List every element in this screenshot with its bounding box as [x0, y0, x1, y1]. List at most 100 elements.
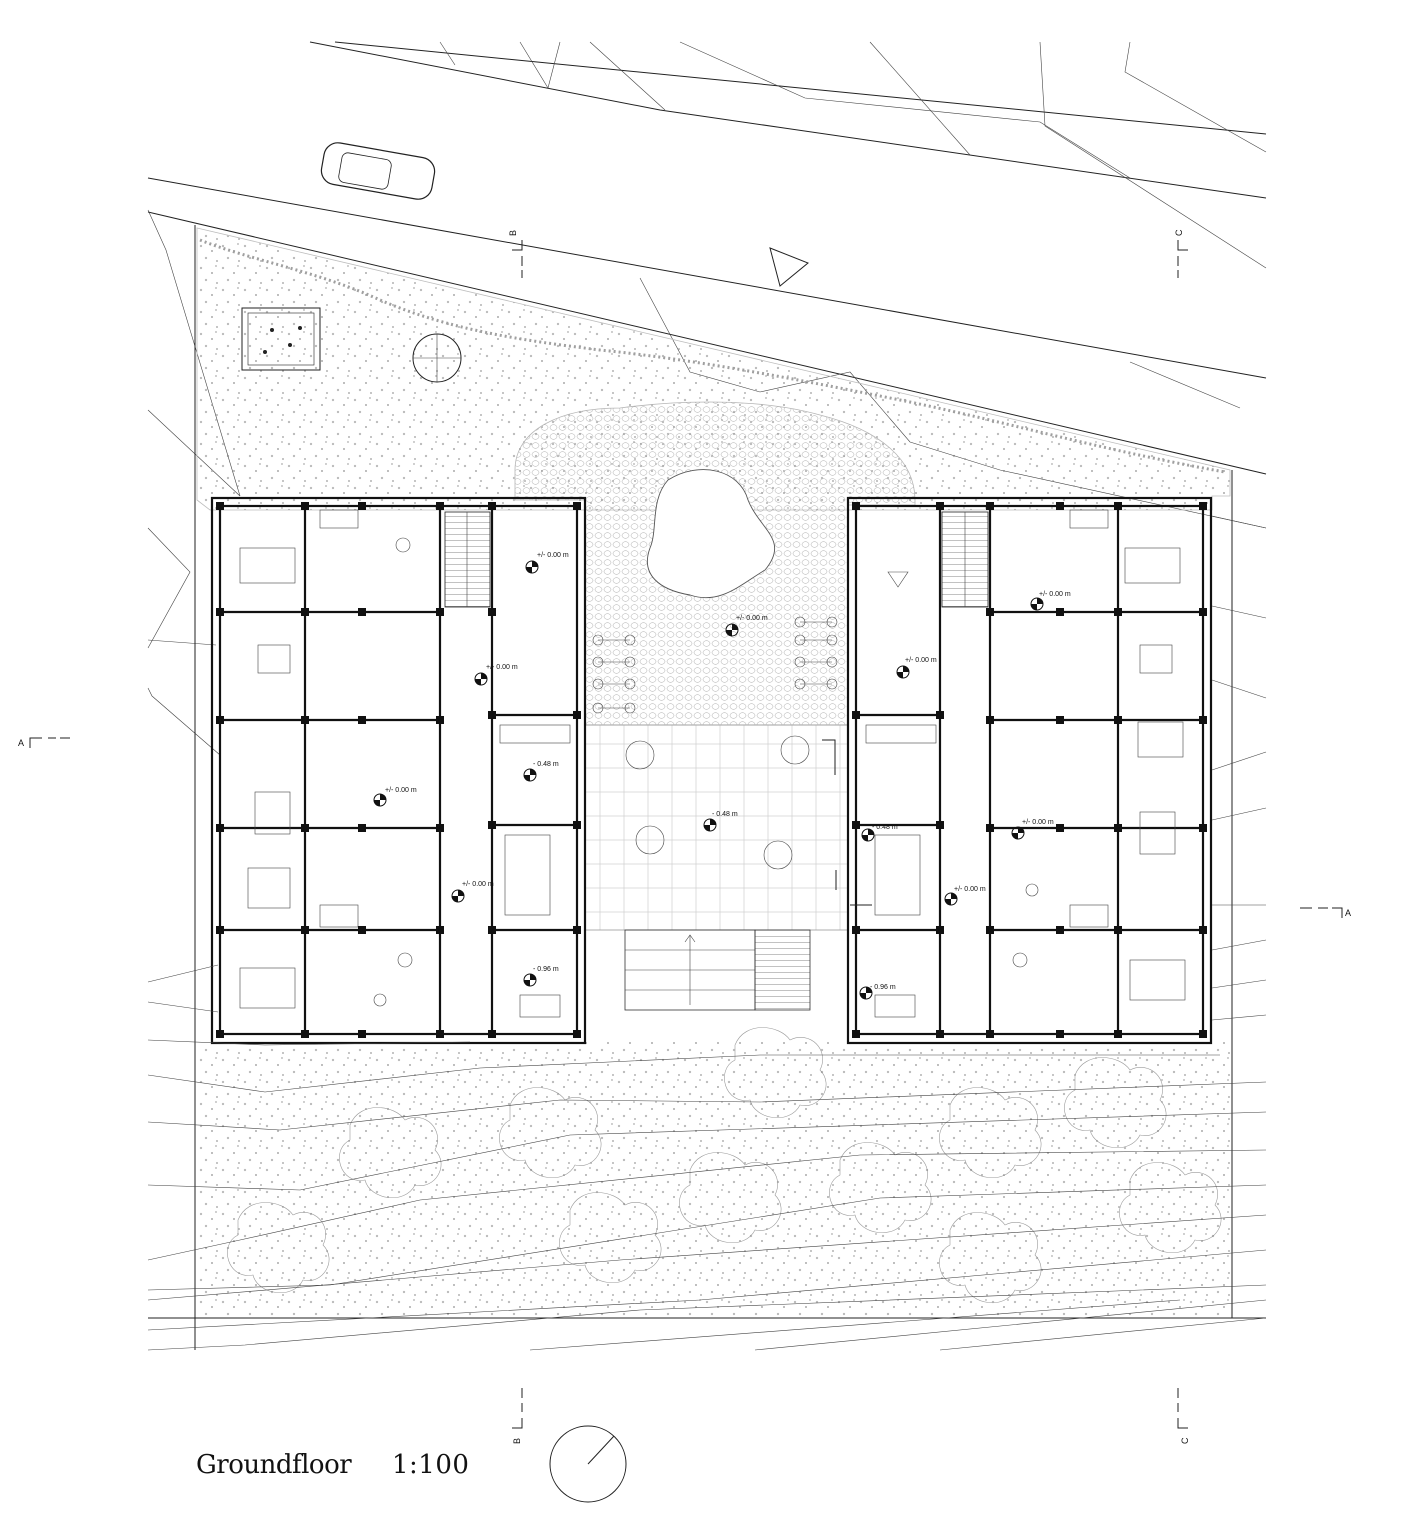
structural-column [1056, 824, 1064, 832]
structural-column [936, 1030, 944, 1038]
structural-column [852, 926, 860, 934]
structural-column [573, 821, 581, 829]
elev-east-apt-mid-label: +/- 0.00 m [1022, 819, 1054, 826]
elev-west-corridor-upper: +/- 0.00 m [474, 664, 518, 686]
structural-column [1114, 608, 1122, 616]
plaza-tiles [584, 724, 849, 931]
carousel-icon [412, 333, 462, 383]
structural-column [852, 821, 860, 829]
elev-west-corridor-lower: +/- 0.00 m [451, 881, 494, 903]
elev-east-apt-upper: +/- 0.00 m [1030, 591, 1071, 611]
structural-column [573, 711, 581, 719]
entrance-steps [624, 929, 811, 1011]
elev-plaza-label: - 0.48 m [712, 811, 738, 818]
structural-column [488, 608, 496, 616]
structural-column [436, 824, 444, 832]
entrance-marker [769, 247, 809, 287]
bicycle-racks [592, 616, 838, 714]
structural-column [358, 926, 366, 934]
structural-column [986, 608, 994, 616]
elev-east-kitchen: - 0.48 m [861, 824, 898, 842]
west-building [210, 496, 587, 1045]
elev-west-entry: +/- 0.00 m [525, 552, 569, 574]
section-c-top-label: C [1174, 229, 1184, 236]
elev-west-living: - 0.96 m [523, 966, 559, 987]
structural-column [216, 926, 224, 934]
elev-east-living-label: - 0.96 m [870, 984, 896, 991]
elev-court-upper: +/- 0.00 m [725, 615, 768, 637]
structural-column [488, 821, 496, 829]
structural-column [573, 1030, 581, 1038]
structural-column [573, 502, 581, 510]
structural-column [1056, 608, 1064, 616]
elev-west-living-label: - 0.96 m [533, 966, 559, 973]
structural-column [986, 824, 994, 832]
drawing-title: Groundfloor [196, 1450, 352, 1480]
structural-column [1199, 716, 1207, 724]
east-building [846, 496, 1213, 1045]
structural-column [1114, 716, 1122, 724]
structural-column [488, 1030, 496, 1038]
structural-column [986, 716, 994, 724]
elev-west-kitchen: - 0.48 m [523, 761, 559, 782]
elev-west-apt-mid-label: +/- 0.00 m [385, 787, 417, 794]
structural-column [301, 716, 309, 724]
structural-column [301, 502, 309, 510]
section-b-bottom-label: B [512, 1438, 522, 1444]
structural-column [1056, 716, 1064, 724]
structural-column [1056, 926, 1064, 934]
structural-column [936, 502, 944, 510]
structural-column [358, 824, 366, 832]
structural-column [358, 1030, 366, 1038]
elev-east-entry: +/- 0.00 m [896, 657, 937, 679]
east-site-lines [1211, 515, 1267, 1021]
elev-west-corridor-upper-label: +/- 0.00 m [486, 664, 518, 671]
section-c-bottom-label: C [1180, 1437, 1190, 1444]
pond [646, 469, 776, 599]
structural-column [488, 711, 496, 719]
section-a-left-label: A [18, 738, 24, 748]
structural-column [216, 716, 224, 724]
structural-column [301, 824, 309, 832]
structural-column [436, 926, 444, 934]
structural-column [1056, 502, 1064, 510]
south-garden [197, 1040, 1230, 1316]
plaza-seating [625, 735, 810, 870]
structural-column [436, 716, 444, 724]
structural-column [1199, 824, 1207, 832]
structural-column [1114, 926, 1122, 934]
structural-column [301, 608, 309, 616]
structural-column [852, 711, 860, 719]
structural-column [358, 502, 366, 510]
structural-column [1199, 1030, 1207, 1038]
drawing-scale: 1:100 [392, 1450, 470, 1480]
structural-column [936, 821, 944, 829]
structural-column [358, 608, 366, 616]
structural-column [436, 608, 444, 616]
structural-column [936, 926, 944, 934]
section-a-right-label: A [1345, 908, 1351, 918]
structural-column [488, 502, 496, 510]
structural-column [301, 926, 309, 934]
structural-column [986, 502, 994, 510]
north-arrow-icon [549, 1425, 627, 1503]
section-marks: A A B B C C [18, 229, 1351, 1444]
elev-west-apt-mid: +/- 0.00 m [373, 787, 417, 807]
structural-column [436, 502, 444, 510]
structural-column [1114, 502, 1122, 510]
structural-column [1114, 1030, 1122, 1038]
structural-column [986, 926, 994, 934]
structural-column [936, 711, 944, 719]
structural-column [573, 926, 581, 934]
structural-column [852, 502, 860, 510]
structural-column [986, 1030, 994, 1038]
structural-column [301, 1030, 309, 1038]
elev-west-corridor-lower-label: +/- 0.00 m [462, 881, 494, 888]
elevation-markers: +/- 0.00 m +/- 0.00 m +/- 0.00 m +/- 0.0… [373, 552, 1071, 1000]
elev-court-upper-label: +/- 0.00 m [736, 615, 768, 622]
structural-column [1199, 608, 1207, 616]
elev-east-corridor-lower-label: +/- 0.00 m [954, 886, 986, 893]
elev-east-kitchen-label: - 0.48 m [872, 824, 898, 831]
sandbox-icon [241, 307, 321, 371]
elev-east-entry-label: +/- 0.00 m [905, 657, 937, 664]
